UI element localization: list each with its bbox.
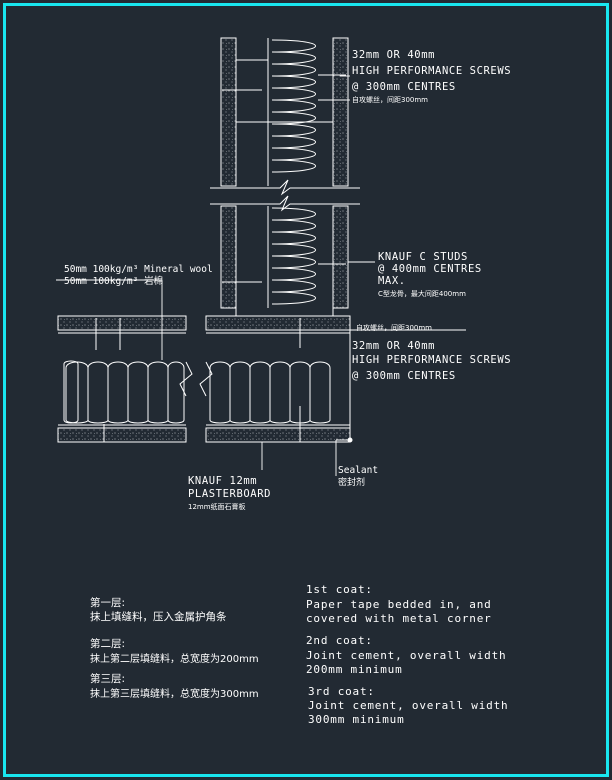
board-type: PLASTERBOARD	[188, 488, 271, 500]
lower-wall-section	[210, 195, 360, 316]
note-cn-1-text: 抹上填缝料，压入金属护角条	[90, 610, 227, 623]
upper-wall-section	[210, 37, 360, 196]
screws-mid-cn: 自攻螺丝，间距300mm	[356, 323, 432, 332]
sealant-cn: 密封剂	[338, 476, 365, 488]
note-en-3-title: 3rd coat:	[308, 685, 375, 698]
screws-top-spacing: @ 300mm CENTRES	[352, 81, 456, 93]
screws-top-size: 32mm OR 40mm	[352, 49, 435, 61]
note-en-1-line1: Paper tape bedded in, and	[306, 598, 492, 611]
screws-top-type: HIGH PERFORMANCE SCREWS	[352, 65, 511, 77]
wool-en: 50mm 100kg/m³ Mineral wool	[64, 264, 213, 275]
screws-mid-size: 32mm OR 40mm	[352, 340, 435, 352]
screws-mid-spacing: @ 300mm CENTRES	[352, 370, 456, 382]
board-cn: 12mm纸面石膏板	[188, 502, 246, 511]
board-name: KNAUF 12mm	[188, 475, 257, 487]
screws-mid-type: HIGH PERFORMANCE SCREWS	[352, 354, 511, 366]
note-en-2-line1: Joint cement, overall width	[306, 649, 506, 662]
note-en-2-line2: 200mm minimum	[306, 663, 403, 676]
note-en-3-line1: Joint cement, overall width	[308, 699, 508, 712]
drawing-frame	[3, 3, 609, 777]
studs-note: KNAUF C STUDS @ 400mm CENTRES MAX. C型龙骨，…	[378, 251, 482, 298]
notes-cn: 第一层: 抹上填缝料，压入金属护角条 第二层: 抹上第二层填缝料，总宽度为200…	[90, 596, 259, 700]
studs-name: KNAUF C STUDS	[378, 251, 468, 263]
plasterboard-note: KNAUF 12mm PLASTERBOARD 12mm纸面石膏板	[188, 475, 271, 511]
studs-spacing: @ 400mm CENTRES	[378, 263, 482, 275]
top-screws-note: 32mm OR 40mm HIGH PERFORMANCE SCREWS @ 3…	[352, 49, 511, 104]
note-en-2-title: 2nd coat:	[306, 634, 373, 647]
note-en-3-line2: 300mm minimum	[308, 713, 405, 726]
note-cn-2-text: 抹上第二层填缝料，总宽度为200mm	[90, 652, 259, 665]
note-cn-3-title: 第三层:	[90, 672, 125, 685]
studs-cn: C型龙骨，最大间距400mm	[378, 289, 466, 298]
wool-cn: 50mm 100kg/m³ 岩棉	[64, 275, 163, 287]
sealant-note: Sealant 密封剂	[338, 465, 378, 488]
mid-screws-note: 自攻螺丝，间距300mm 32mm OR 40mm HIGH PERFORMAN…	[352, 323, 511, 382]
upper-insulation	[271, 39, 316, 173]
ceiling-section	[57, 315, 353, 443]
note-en-1-line2: covered with metal corner	[306, 612, 492, 625]
note-en-1-title: 1st coat:	[306, 583, 373, 596]
sealant-en: Sealant	[338, 465, 378, 476]
note-cn-1-title: 第一层:	[90, 596, 125, 609]
notes-en: 1st coat: Paper tape bedded in, and cove…	[306, 583, 508, 726]
studs-max: MAX.	[378, 275, 406, 287]
lower-insulation	[271, 207, 316, 305]
leader-lines	[56, 75, 466, 476]
screws-top-cn: 自攻螺丝，间距300mm	[352, 95, 428, 104]
note-cn-2-title: 第二层:	[90, 637, 125, 650]
note-cn-3-text: 抹上第三层填缝料，总宽度为300mm	[90, 687, 259, 700]
wool-note: 50mm 100kg/m³ Mineral wool 50mm 100kg/m³…	[64, 264, 213, 287]
